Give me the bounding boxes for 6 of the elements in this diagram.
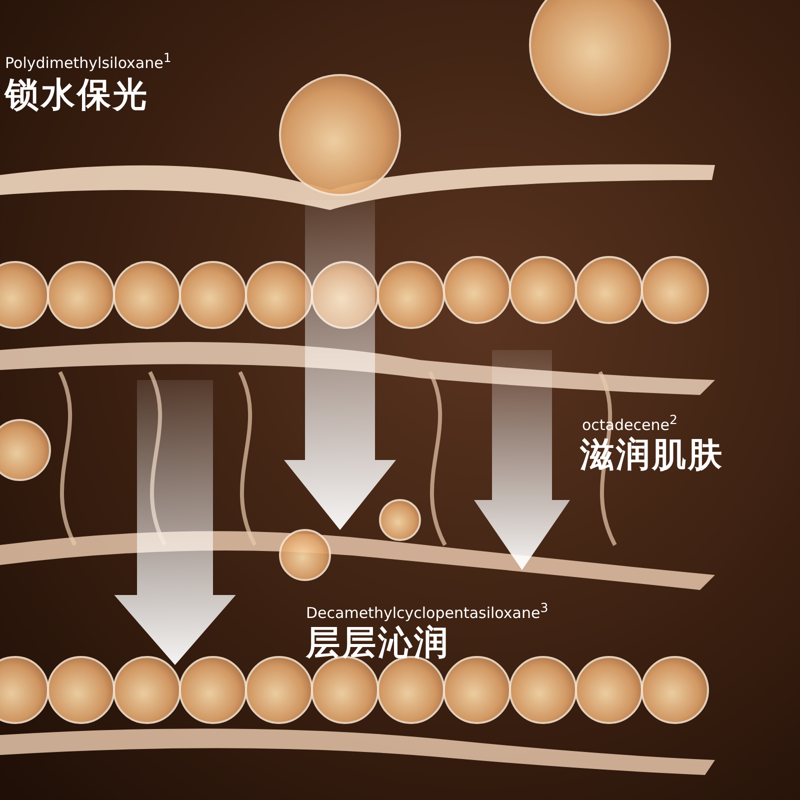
ingredient-name: Decamethylcyclopentasiloxane$^{3}$ bbox=[306, 600, 548, 622]
ingredient-name: Polydimethylsiloxane$^{1}$ bbox=[5, 50, 172, 72]
benefit-heading: 滋润肌肤 bbox=[580, 434, 724, 477]
benefit-heading: 锁水保光 bbox=[5, 74, 149, 117]
ingredient-name: octadecene$^{2}$ bbox=[582, 412, 678, 434]
benefit-heading: 层层沁润 bbox=[306, 622, 450, 665]
